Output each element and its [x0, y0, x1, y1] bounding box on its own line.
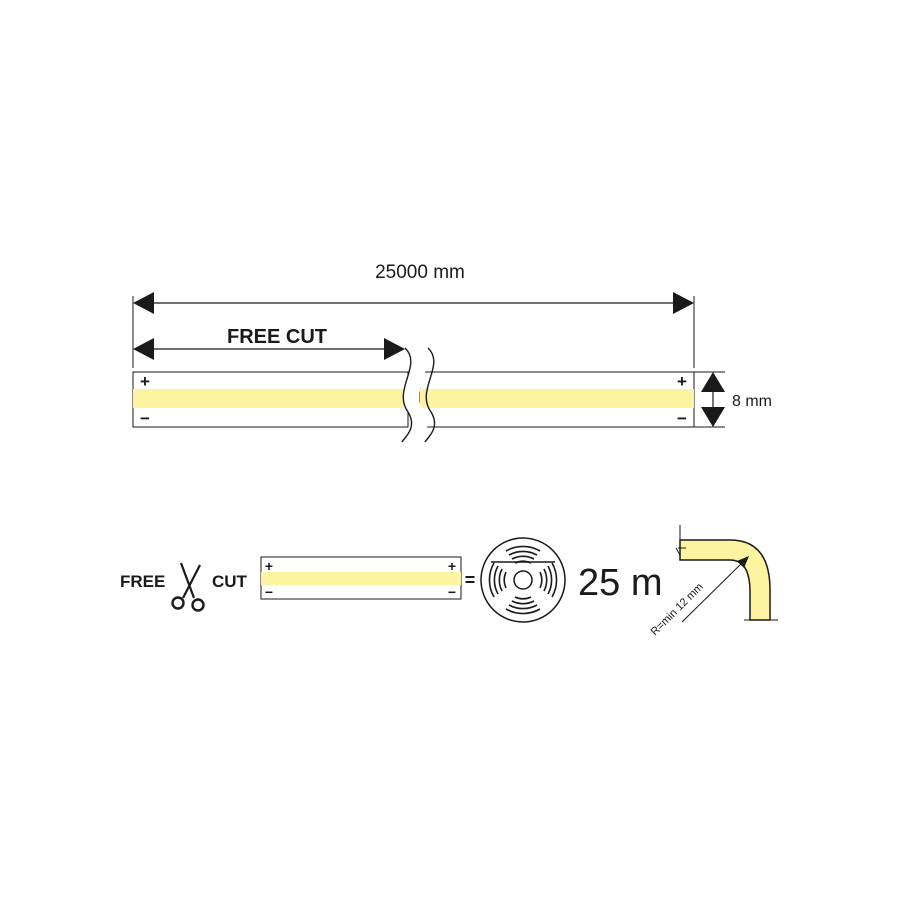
scissors-icon: [171, 562, 205, 612]
arrow-icon: [737, 556, 749, 568]
arrow-left-icon: [133, 338, 154, 360]
plus-symbol: +: [677, 372, 687, 391]
break-mark-left: [401, 347, 413, 443]
free-cut-dimension-line: [133, 338, 405, 360]
arrow-right-icon: [384, 338, 405, 360]
minus-symbol: −: [677, 409, 687, 428]
minus-symbol: −: [140, 409, 150, 428]
plus-symbol: +: [265, 558, 273, 574]
cut-label: CUT: [212, 572, 248, 591]
minus-symbol: −: [448, 584, 456, 600]
led-line: [420, 389, 694, 408]
arrow-down-icon: [701, 407, 725, 427]
arrow-up-icon: [701, 372, 725, 392]
small-led-strip: + − + −: [260, 556, 462, 600]
free-label: FREE: [120, 572, 165, 591]
arrow-right-icon: [673, 292, 694, 314]
break-mark-right: [424, 347, 436, 443]
length-dimension-line: [132, 292, 695, 368]
minus-symbol: −: [265, 584, 273, 600]
reel-icon: [480, 537, 566, 623]
led-strip: + − + −: [132, 347, 695, 443]
led-line: [133, 389, 408, 408]
equals-symbol: =: [465, 570, 476, 590]
arrow-left-icon: [133, 292, 154, 314]
width-dimension: [694, 371, 725, 428]
free-cut-label: FREE CUT: [227, 326, 327, 348]
length-dimension-label: 25000 mm: [375, 262, 465, 283]
bend-radius-icon: [675, 525, 778, 623]
plus-symbol: +: [448, 558, 456, 574]
plus-symbol: +: [140, 372, 150, 391]
reel-length-label: 25 m: [578, 562, 662, 604]
width-dimension-label: 8 mm: [732, 393, 772, 410]
